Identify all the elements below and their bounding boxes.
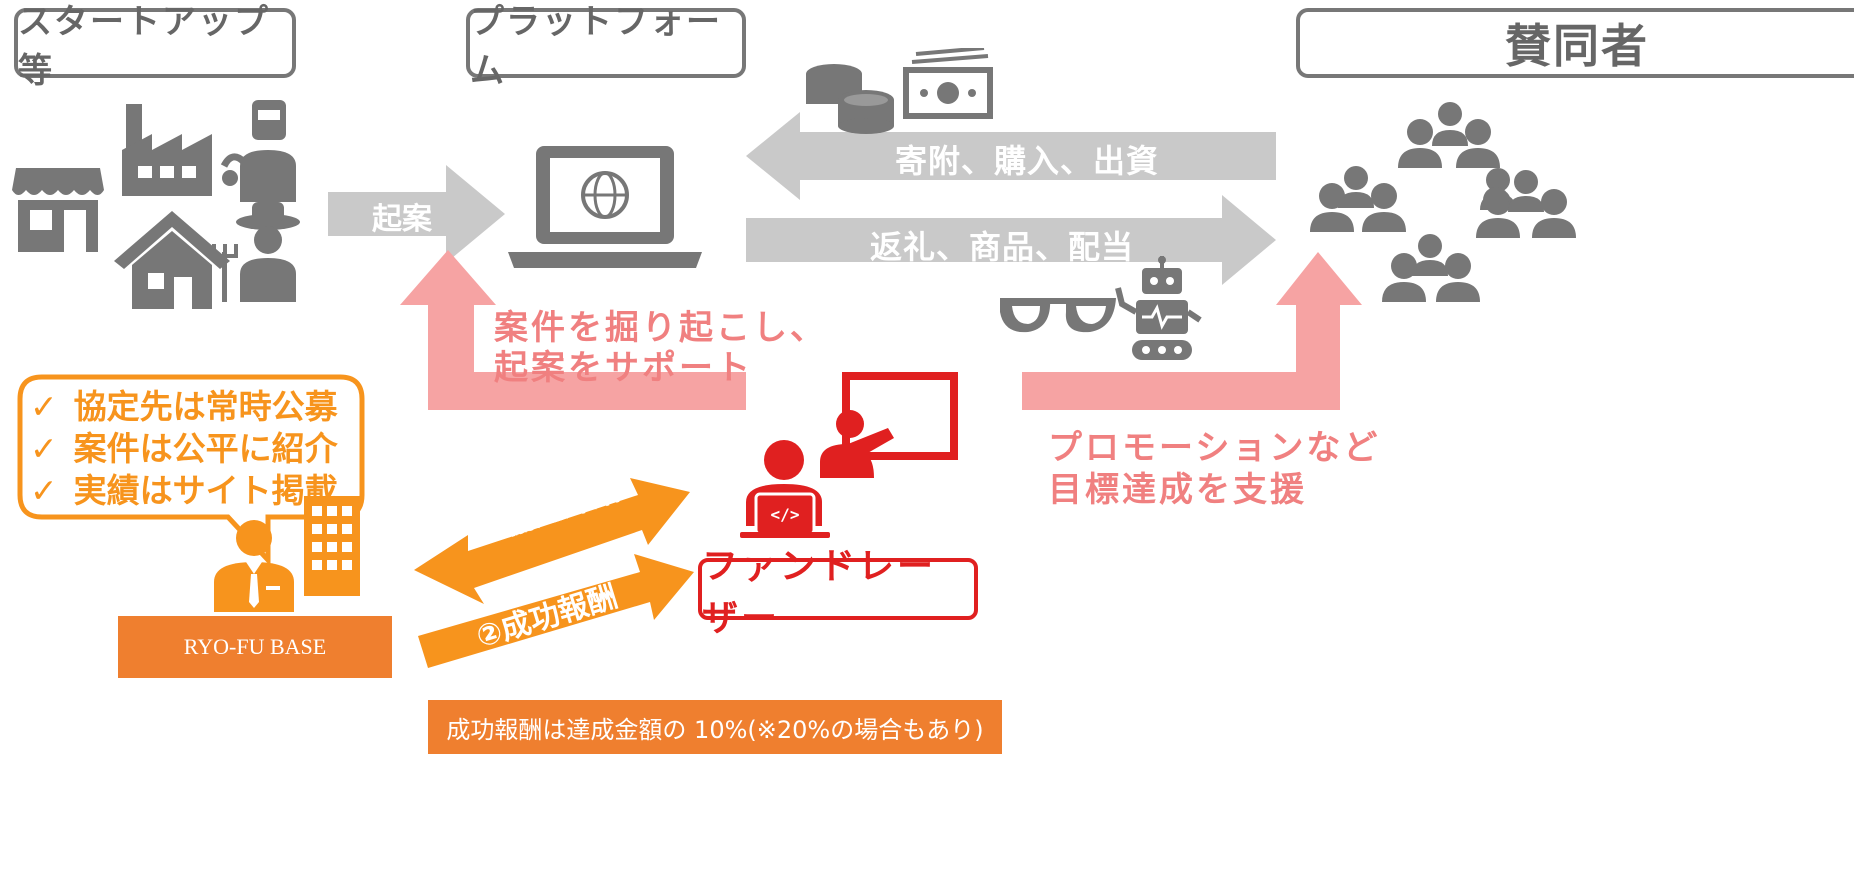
platform-actor-label: プラットフォーム bbox=[470, 2, 722, 91]
left-support-note-line2: 起案をサポート bbox=[494, 348, 753, 388]
glasses-icon bbox=[1000, 298, 1116, 333]
contribution-label: 寄附、購入、出資 bbox=[895, 142, 1160, 180]
left-support-note-line1: 案件を掘り起こし、 bbox=[494, 308, 827, 348]
laptop-globe-icon bbox=[508, 146, 702, 268]
contribution-arrow bbox=[746, 112, 1276, 200]
shop-icon bbox=[12, 168, 104, 252]
proposal-arrow bbox=[328, 165, 505, 263]
coins-icon bbox=[806, 64, 894, 134]
fundraiser-label: ファンドレーザー bbox=[702, 546, 937, 639]
fee-note: 成功報酬は達成金額の 10%(※20%の場合もあり) bbox=[446, 715, 984, 744]
businessman-icon bbox=[214, 520, 294, 612]
bubble-item: ✓案件は公平に紹介 bbox=[30, 429, 338, 468]
checkmark-icon: ✓ bbox=[30, 429, 58, 468]
base-label-box: RYO-FU BASE bbox=[118, 616, 392, 678]
proposal-label: 起案 bbox=[372, 202, 432, 237]
robot-icon bbox=[1115, 256, 1202, 360]
house-icon bbox=[114, 211, 230, 309]
agreement-arrow bbox=[414, 478, 690, 604]
base-label: RYO-FU BASE bbox=[183, 634, 327, 659]
presenter-icon bbox=[820, 372, 958, 478]
coder-icon: </> bbox=[740, 440, 830, 538]
right-support-note-line1: プロモーションなど bbox=[1048, 428, 1381, 468]
factory-icon bbox=[122, 104, 212, 196]
worker-icon bbox=[220, 100, 296, 202]
returns-arrow bbox=[746, 195, 1276, 285]
startup-actor-box: スタートアップ等 bbox=[14, 2, 296, 91]
left-support-arrow bbox=[400, 250, 746, 410]
farmer-icon bbox=[212, 202, 300, 302]
fee-arrow bbox=[418, 554, 694, 668]
fee-note-box: 成功報酬は達成金額の 10%(※20%の場合もあり) bbox=[428, 700, 1002, 754]
checkmark-icon: ✓ bbox=[30, 471, 58, 510]
banknote-icon bbox=[903, 48, 993, 119]
people-group-icon bbox=[1310, 102, 1576, 302]
bubble-list: ✓協定先は常時公募 ✓案件は公平に紹介 ✓実績はサイト掲載 bbox=[30, 386, 338, 512]
fundraiser-box: ファンドレーザー bbox=[698, 546, 978, 639]
startup-actor-label: スタートアップ等 bbox=[18, 2, 270, 91]
supporters-actor-label: 賛同者 bbox=[1505, 19, 1649, 73]
bubble-item: ✓協定先は常時公募 bbox=[30, 387, 338, 426]
supporters-actor-box: 賛同者 bbox=[1296, 8, 1854, 78]
platform-actor-box: プラットフォーム bbox=[466, 2, 746, 91]
svg-text:</>: </> bbox=[771, 505, 800, 524]
right-support-arrow bbox=[1022, 252, 1362, 410]
bubble-item: ✓実績はサイト掲載 bbox=[30, 471, 338, 510]
returns-label: 返礼、商品、配当 bbox=[870, 228, 1135, 266]
right-support-note-line2: 目標達成を支援 bbox=[1048, 470, 1307, 510]
checkmark-icon: ✓ bbox=[30, 387, 58, 426]
office-building-icon bbox=[304, 496, 360, 596]
